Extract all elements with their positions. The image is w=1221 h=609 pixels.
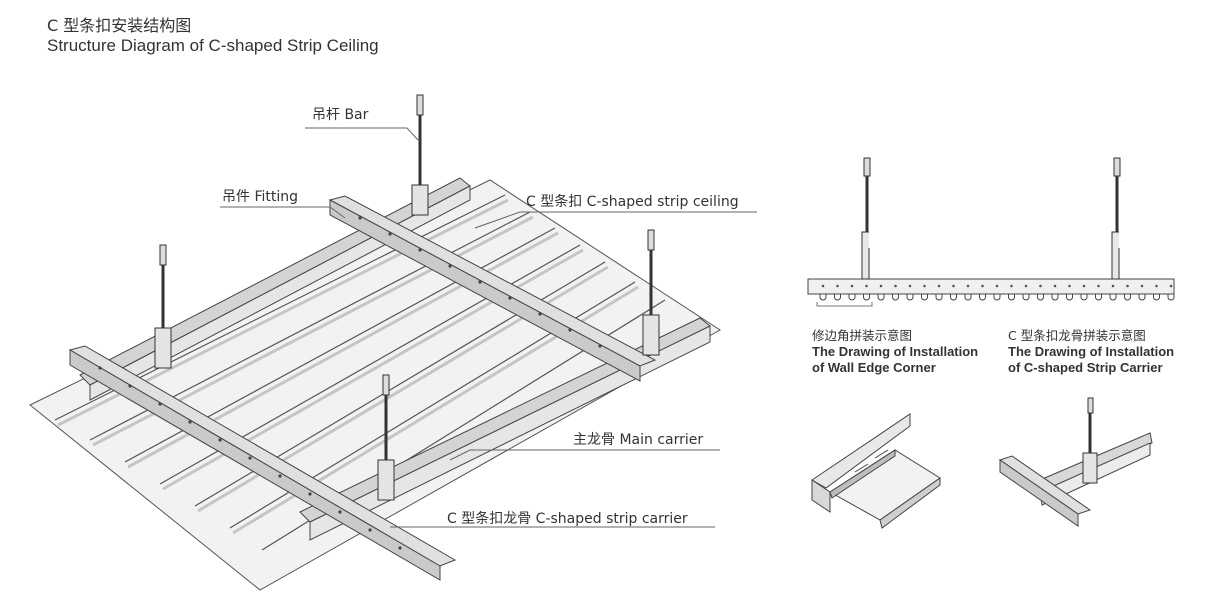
caption-strip-carrier: C 型条扣龙骨拼装示意图 The Drawing of Installation… <box>1008 328 1174 376</box>
carrier-hole <box>821 284 825 288</box>
carrier-elevation <box>807 278 1175 295</box>
carrier-hole <box>1169 284 1173 288</box>
carrier-tooth <box>979 294 986 301</box>
carrier-tooth <box>964 294 972 301</box>
carrier-tooth <box>1022 294 1030 301</box>
carrier-hole <box>1053 284 1057 288</box>
carrier-hole <box>894 284 897 288</box>
hanger-bar-4 <box>377 374 395 501</box>
carrier-tooth <box>1051 294 1059 301</box>
carrier-tooth <box>1037 294 1044 301</box>
carrier-tooth <box>1153 294 1160 301</box>
carrier-hole <box>850 284 854 288</box>
caption-wall-edge-cn: 修边角拼装示意图 <box>812 328 913 343</box>
carrier-hole <box>995 284 999 288</box>
label-fitting: 吊件 Fitting <box>222 189 299 205</box>
carrier-hole <box>1082 284 1086 288</box>
carrier-tooth <box>1124 294 1131 301</box>
side-elevation-diagram <box>807 157 1175 307</box>
carrier-tooth <box>819 294 827 301</box>
wall-edge-corner-drawing <box>811 413 941 529</box>
label-strip-carrier: C 型条扣龙骨 C-shaped strip carrier <box>447 511 688 527</box>
carrier-holes <box>98 216 602 550</box>
carrier-tooth <box>1008 294 1015 301</box>
carrier-hole <box>865 284 868 288</box>
carrier-tooth <box>877 294 885 301</box>
carrier-hole <box>937 284 941 288</box>
carrier-tooth <box>1066 294 1073 301</box>
carrier-tooth <box>993 294 1001 301</box>
main-structure-diagram <box>29 94 721 591</box>
carrier-tooth <box>1080 294 1088 301</box>
carrier-hole <box>981 284 984 288</box>
carrier-hole <box>836 284 839 288</box>
carrier-tooth <box>921 294 928 301</box>
carrier-tooth <box>906 294 914 301</box>
strip-carrier-1 <box>328 195 657 382</box>
carrier-hole <box>1155 284 1158 288</box>
carrier-hole <box>923 284 926 288</box>
carrier-tooth <box>848 294 856 301</box>
carrier-tooth <box>1109 294 1117 301</box>
carrier-hole <box>1111 284 1115 288</box>
leader-bar <box>305 127 419 141</box>
label-main-carrier: 主龙骨 Main carrier <box>573 432 704 448</box>
caption-strip-carrier-cn: C 型条扣龙骨拼装示意图 <box>1008 328 1146 343</box>
strip-carrier-2 <box>68 345 457 581</box>
carrier-tooth <box>935 294 943 301</box>
title-chinese: C 型条扣安装结构图 <box>47 16 192 35</box>
caption-wall-edge: 修边角拼装示意图 The Drawing of Installation of … <box>812 328 978 376</box>
label-strip-ceiling: C 型条扣 C-shaped strip ceiling <box>526 194 739 210</box>
hanger-bar-1 <box>411 94 429 216</box>
carrier-tooth <box>834 294 841 301</box>
hanger-bar-3 <box>642 229 660 356</box>
carrier-tooth <box>863 294 870 301</box>
carrier-tooth <box>1138 294 1146 301</box>
main-carrier-2 <box>299 317 711 541</box>
title-english: Structure Diagram of C-shaped Strip Ceil… <box>47 36 379 55</box>
caption-wall-edge-en-1: The Drawing of Installation <box>812 344 979 359</box>
label-bar: 吊杆 Bar <box>312 107 369 123</box>
carrier-hole <box>966 284 970 288</box>
carrier-hole <box>1068 284 1071 288</box>
carrier-hole <box>1097 284 1100 288</box>
carrier-tooth <box>892 294 899 301</box>
hanger-bar-2 <box>154 244 172 369</box>
caption-wall-edge-en-2: of Wall Edge Corner <box>812 360 936 375</box>
carrier-hole <box>879 284 883 288</box>
elevation-teeth <box>819 284 1175 301</box>
carrier-hole <box>952 284 955 288</box>
carrier-hole <box>1126 284 1129 288</box>
carrier-hole <box>1140 284 1144 288</box>
leader-strip-ceiling <box>474 211 757 229</box>
carrier-hole <box>908 284 912 288</box>
carrier-hole <box>1010 284 1013 288</box>
leader-main-carrier <box>449 449 720 461</box>
carrier-tooth <box>950 294 957 301</box>
caption-strip-carrier-en-1: The Drawing of Installation <box>1008 344 1175 359</box>
leader-lines <box>220 127 757 528</box>
caption-strip-carrier-en-2: of C-shaped Strip Carrier <box>1008 360 1163 375</box>
carrier-hole <box>1039 284 1042 288</box>
elevation-bracket <box>816 302 873 307</box>
elevation-hanger-right <box>1111 157 1121 280</box>
elevation-hanger-left <box>861 157 871 280</box>
carrier-hole <box>1024 284 1028 288</box>
carrier-tooth <box>1167 294 1175 301</box>
strip-carrier-assembly-drawing <box>998 397 1153 527</box>
leader-fitting <box>220 206 346 219</box>
carrier-tooth <box>1095 294 1102 301</box>
